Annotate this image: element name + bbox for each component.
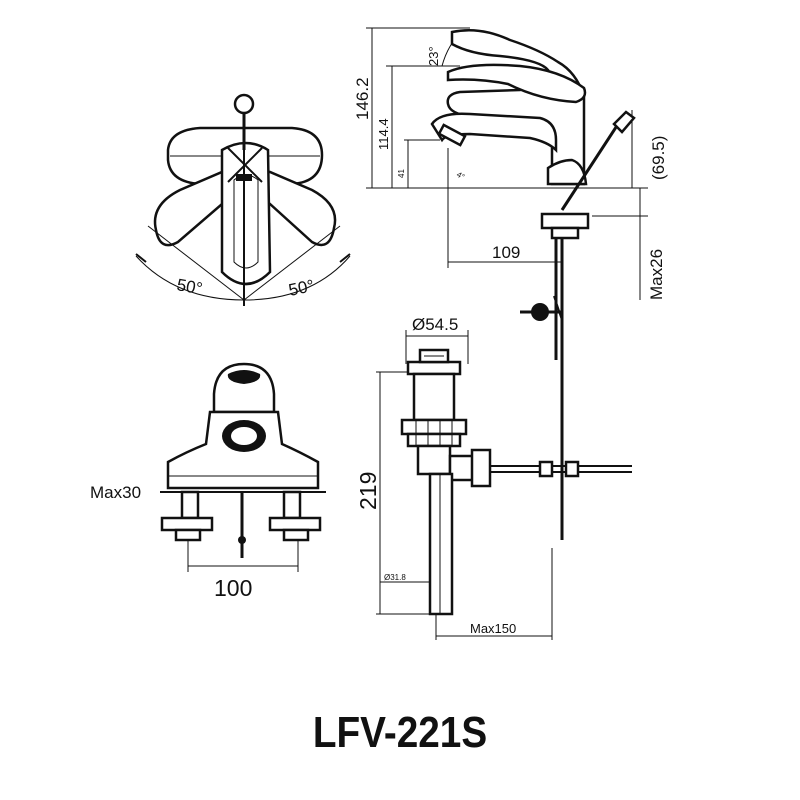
- drain-dia-label: Ø54.5: [412, 315, 458, 334]
- max150-label: Max150: [470, 621, 516, 636]
- reach-109-label: 109: [492, 243, 520, 262]
- max30-label: Max30: [90, 483, 141, 502]
- front-view: 100 Max30: [90, 362, 326, 601]
- lever-height-label: (69.5): [649, 136, 668, 180]
- height-41-label: 41: [397, 169, 406, 178]
- hole-spacing-label: 100: [214, 575, 252, 601]
- angle-right-label: 50°: [287, 276, 316, 300]
- drain-length-label: 219: [355, 472, 381, 510]
- outlet-angle-label: 4°: [455, 170, 466, 182]
- height-146-label: 146.2: [353, 77, 372, 120]
- angle-left-label: 50°: [175, 275, 204, 298]
- top-view: 50° 50°: [135, 93, 351, 306]
- height-114-label: 114.4: [376, 118, 391, 150]
- tail-dia-label: Ø31.8: [384, 573, 406, 582]
- side-view: 146.2 114.4 41 23° 4° 109 (69.5) Max26: [353, 27, 668, 540]
- tilt-angle-label: 23°: [426, 46, 441, 66]
- max-deck-label: Max26: [647, 249, 666, 300]
- drain-view: Ø54.5 219 Ø31.8 Max150: [355, 315, 632, 640]
- model-title: LFV-221S: [312, 708, 488, 757]
